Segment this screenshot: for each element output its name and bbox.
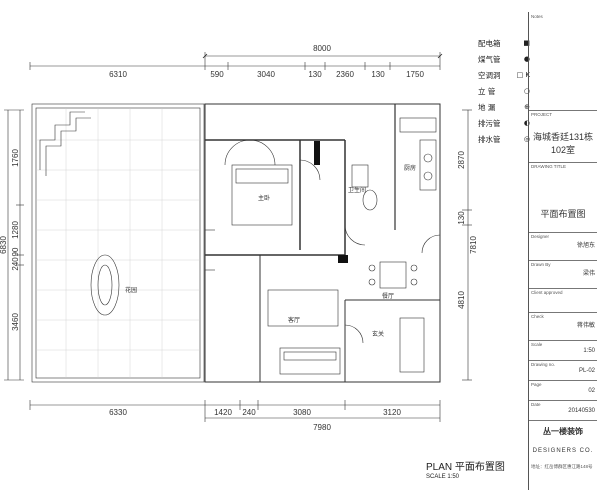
check-value: 蒋伟敏 (576, 323, 595, 329)
drawn-by-label: Drawn By (531, 262, 551, 267)
title-block: Notes PROJECT 海城香廷131栋 102室 DRAWING TITL… (528, 12, 597, 490)
drawing-no-label: Drawing no. (531, 362, 556, 367)
dim-bottom-seg-1: 1420 (214, 408, 232, 417)
designer-value: 徐旭东 (576, 243, 595, 249)
company-en: DESIGNERS CO. (532, 448, 594, 454)
plan-scale: SCALE 1:50 (426, 474, 460, 480)
check-label: Check (531, 314, 544, 319)
notes-label: Notes (531, 14, 543, 19)
dim-bottom-seg-3: 3080 (293, 408, 311, 417)
plan-title: PLAN 平面布置图 (426, 462, 505, 473)
drawing-no-value: PL-02 (578, 368, 595, 374)
legend: 配电箱 ■ 煤气管 ● 空调洞 □ K 立 管 ○ 地 漏 ⊕ 排污管 ◐ 排水管 ◎ (478, 35, 530, 147)
ring-icon: ◎ (523, 135, 530, 143)
dim-left-seg-1: 1760 (11, 149, 20, 167)
dim-top-seg-4: 2360 (336, 70, 354, 79)
dim-left-seg-3: 90 (11, 247, 20, 256)
dim-top-seg-2: 3040 (257, 70, 275, 79)
designer-label: Designer (531, 234, 550, 239)
dim-left-seg-2: 1280 (11, 221, 20, 239)
dim-top-left: 6310 (109, 70, 127, 79)
date-value: 20140530 (568, 408, 595, 414)
project-name-line1: 海城香廷131栋 (532, 132, 594, 142)
scale-label: Scale (531, 342, 543, 347)
dim-right-seg-1: 2870 (457, 151, 466, 169)
room-dining: 餐厅 (382, 292, 394, 300)
room-garden: 花园 (125, 286, 137, 294)
legend-label: 地 漏 (478, 102, 496, 112)
floor-drain-icon: ⊕ (524, 103, 530, 111)
dim-top-seg-3: 130 (308, 70, 322, 79)
dim-total-bottom: 7980 (313, 423, 331, 432)
dim-top-seg-1: 590 (210, 70, 224, 79)
legend-item: 空调洞 □ K (478, 67, 530, 83)
dot-solid-icon: ● (523, 55, 530, 63)
legend-item: 煤气管 ● (478, 51, 530, 67)
dim-bottom-left: 6330 (109, 408, 127, 417)
legend-item: 排水管 ◎ (478, 131, 530, 147)
room-hallway: 玄关 (372, 330, 384, 338)
legend-item: 立 管 ○ (478, 83, 530, 99)
legend-label: 配电箱 (478, 38, 501, 48)
ac-hole-icon: □ K (516, 71, 530, 79)
project-label: PROJECT (531, 112, 553, 117)
dim-left-seg-4: 240 (11, 257, 20, 271)
dim-total-left: 6830 (0, 236, 8, 254)
dim-right-seg-3: 4810 (457, 291, 466, 309)
project-name-line2: 102室 (550, 145, 576, 155)
company-address: 地址：红岳博群区惠江路148号 (531, 464, 593, 469)
dim-bottom-seg-2: 240 (242, 408, 256, 417)
company-logo: 丛一楼装饰 (543, 427, 583, 436)
page-label: Page (531, 382, 542, 387)
room-kitchen: 厨房 (404, 164, 416, 172)
dim-top-seg-5: 130 (371, 70, 385, 79)
drawn-by-value: 梁伟 (582, 271, 595, 277)
legend-item: 配电箱 ■ (478, 35, 530, 51)
half-circle-icon: ◐ (523, 119, 530, 127)
page-value: 02 (588, 388, 595, 394)
dim-right-seg-2: 130 (457, 211, 466, 225)
drawing-title-label: DRAWING TITLE (531, 164, 567, 169)
legend-label: 煤气管 (478, 54, 501, 64)
drawing-title: 平面布置图 (540, 209, 586, 219)
legend-label: 空调洞 (478, 70, 501, 80)
legend-label: 排水管 (478, 134, 501, 144)
legend-item: 排污管 ◐ (478, 115, 530, 131)
room-living: 客厅 (288, 316, 300, 324)
legend-item: 地 漏 ⊕ (478, 99, 530, 115)
date-label: Date (531, 402, 541, 407)
scale-value: 1:50 (583, 348, 595, 354)
dim-total-top: 8000 (313, 44, 331, 53)
dim-total-right: 7810 (469, 236, 478, 254)
dim-bottom-seg-4: 3120 (383, 408, 401, 417)
room-toilet: 卫生间 (348, 186, 366, 194)
square-solid-icon: ■ (523, 39, 530, 47)
dim-top-seg-6: 1750 (406, 70, 424, 79)
client-label: Client approved (531, 290, 563, 295)
legend-label: 排污管 (478, 118, 501, 128)
circle-icon: ○ (523, 87, 530, 95)
room-master-bed: 主卧 (258, 194, 270, 202)
legend-label: 立 管 (478, 86, 496, 96)
dim-left-seg-5: 3460 (11, 313, 20, 331)
